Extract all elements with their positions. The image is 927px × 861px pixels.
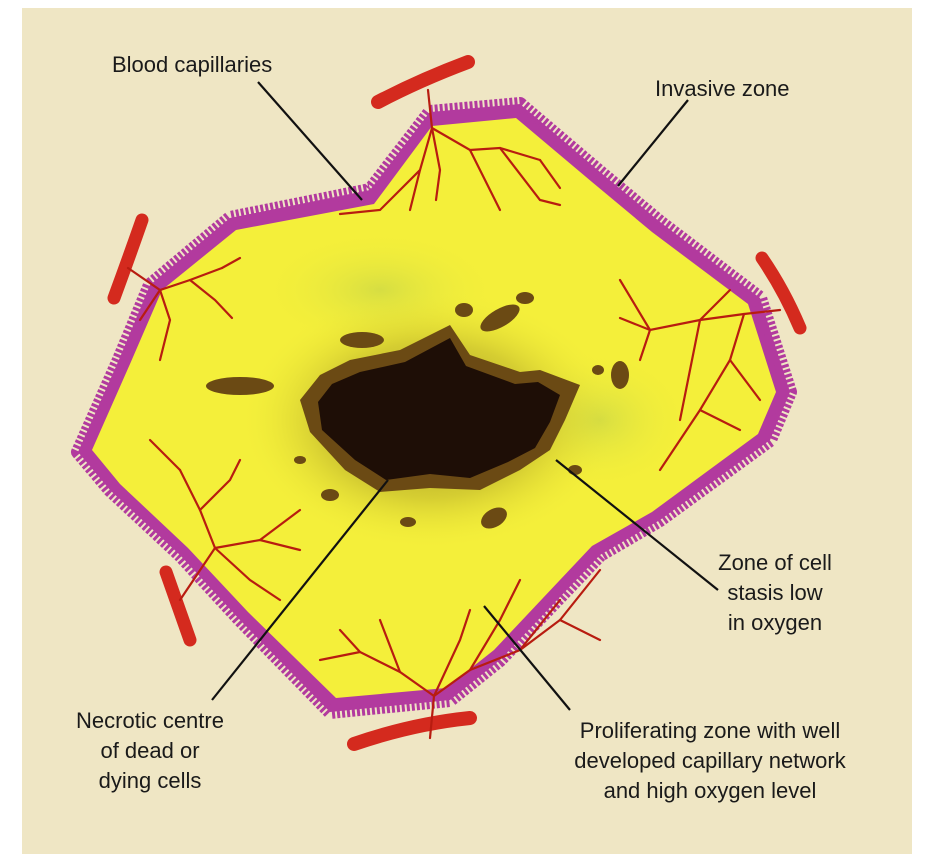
- necrotic-line-2: of dead or: [40, 736, 260, 766]
- label-proliferating-zone: Proliferating zone with well developed c…: [520, 716, 900, 806]
- blob-6: [611, 361, 629, 389]
- blob-2: [340, 332, 384, 348]
- blob-11: [294, 456, 306, 464]
- blob-5: [516, 292, 534, 304]
- stasis-line-1: Zone of cell: [700, 548, 850, 578]
- stasis-line-3: in oxygen: [700, 608, 850, 638]
- proliferating-line-3: and high oxygen level: [520, 776, 900, 806]
- blob-3: [455, 303, 473, 317]
- blob-7: [592, 365, 604, 375]
- label-blood-capillaries: Blood capillaries: [112, 50, 272, 80]
- label-invasive-zone: Invasive zone: [655, 74, 790, 104]
- stasis-line-2: stasis low: [700, 578, 850, 608]
- label-stasis-zone: Zone of cell stasis low in oxygen: [700, 548, 850, 638]
- proliferating-line-2: developed capillary network: [520, 746, 900, 776]
- label-necrotic-centre: Necrotic centre of dead or dying cells: [40, 706, 260, 796]
- necrotic-line-1: Necrotic centre: [40, 706, 260, 736]
- necrotic-line-3: dying cells: [40, 766, 260, 796]
- blob-1: [206, 377, 274, 395]
- blob-10: [400, 517, 416, 527]
- proliferating-line-1: Proliferating zone with well: [520, 716, 900, 746]
- blob-9: [321, 489, 339, 501]
